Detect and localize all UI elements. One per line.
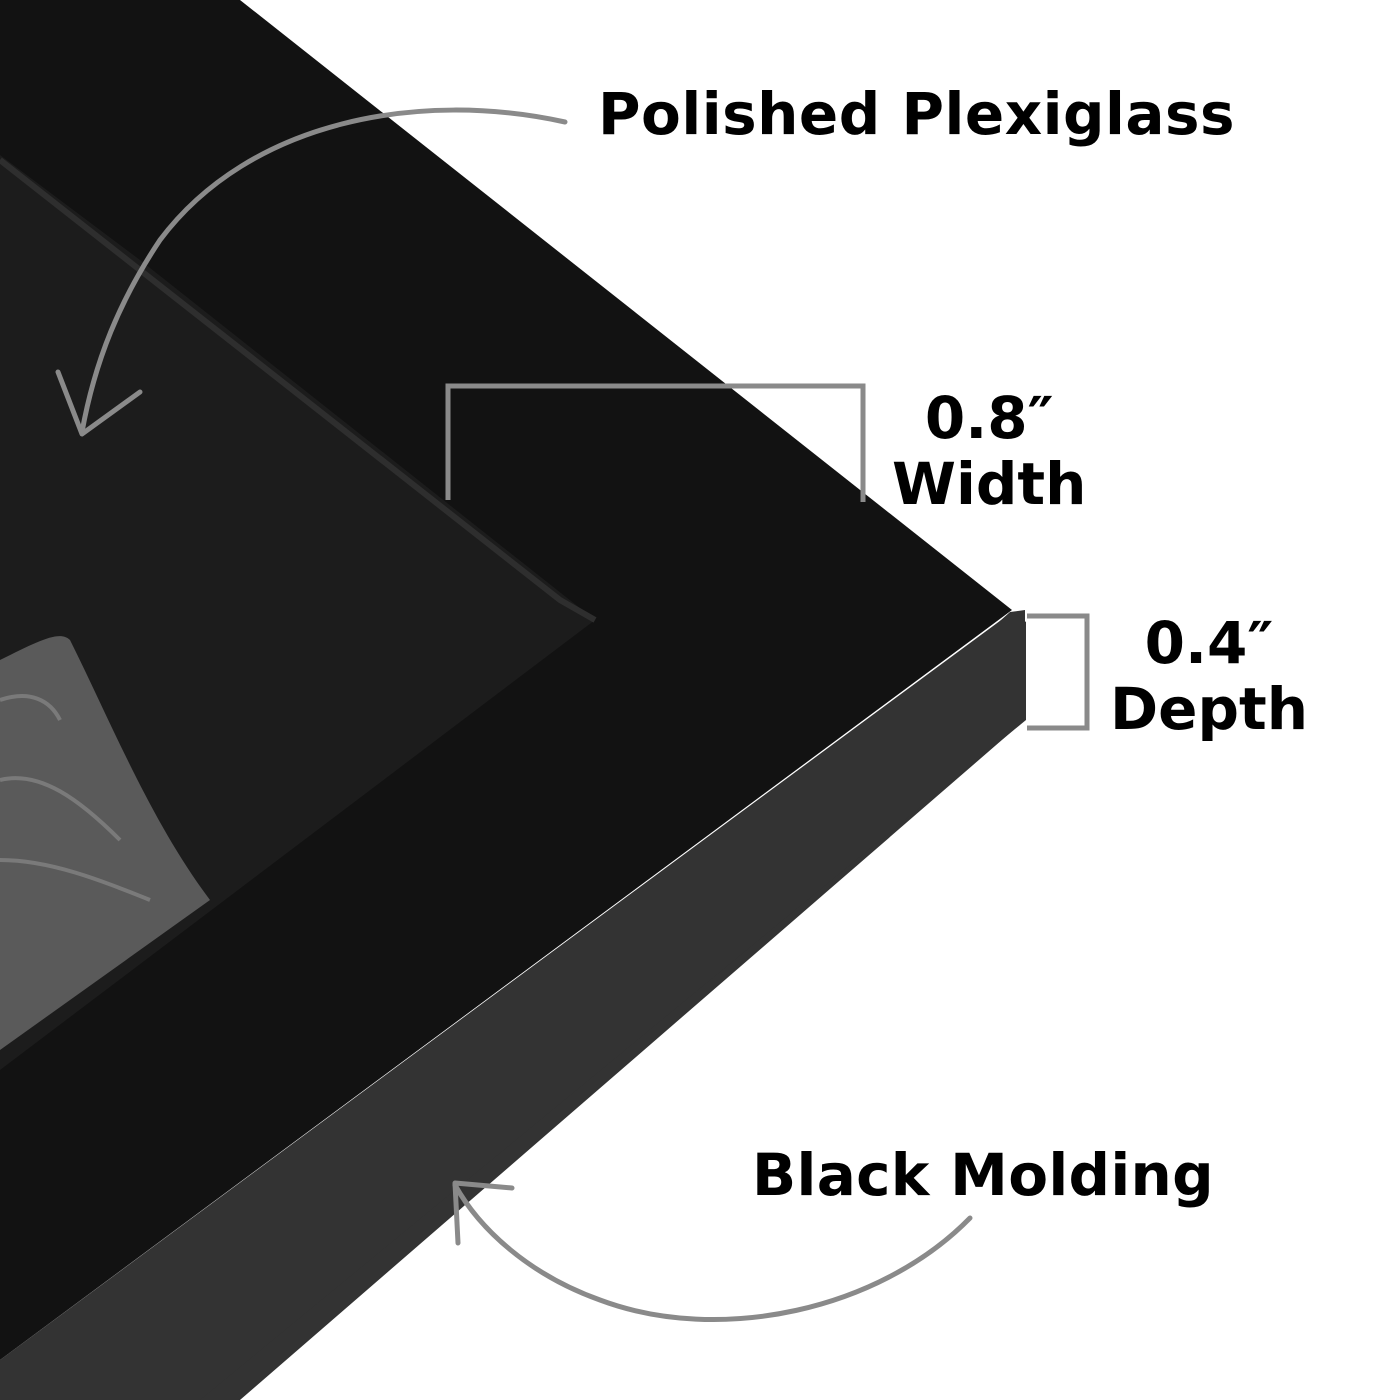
artwork-preview xyxy=(0,636,210,1050)
plexiglass-label: Polished Plexiglass xyxy=(598,80,1236,148)
width-dimension-bracket xyxy=(445,383,866,502)
width-label: 0.8″ Width xyxy=(892,385,1086,517)
plexiglass-callout-arrow xyxy=(79,107,568,435)
frame-depth-side xyxy=(0,612,1026,1400)
width-name: Width xyxy=(892,450,1087,518)
plexiglass-edge xyxy=(0,157,597,623)
width-value: 0.8″ xyxy=(924,384,1054,452)
artwork-texture xyxy=(0,694,151,902)
plexiglass-arrowhead xyxy=(55,369,143,437)
depth-dimension-bracket xyxy=(1027,613,1090,731)
molding-label: Black Molding xyxy=(752,1141,1214,1209)
depth-label: 0.4″ Depth xyxy=(1110,610,1308,742)
depth-name: Depth xyxy=(1110,675,1309,743)
molding-arrowhead xyxy=(452,1180,515,1246)
depth-value: 0.4″ xyxy=(1144,609,1274,677)
molding-callout-arrow xyxy=(452,1182,973,1323)
